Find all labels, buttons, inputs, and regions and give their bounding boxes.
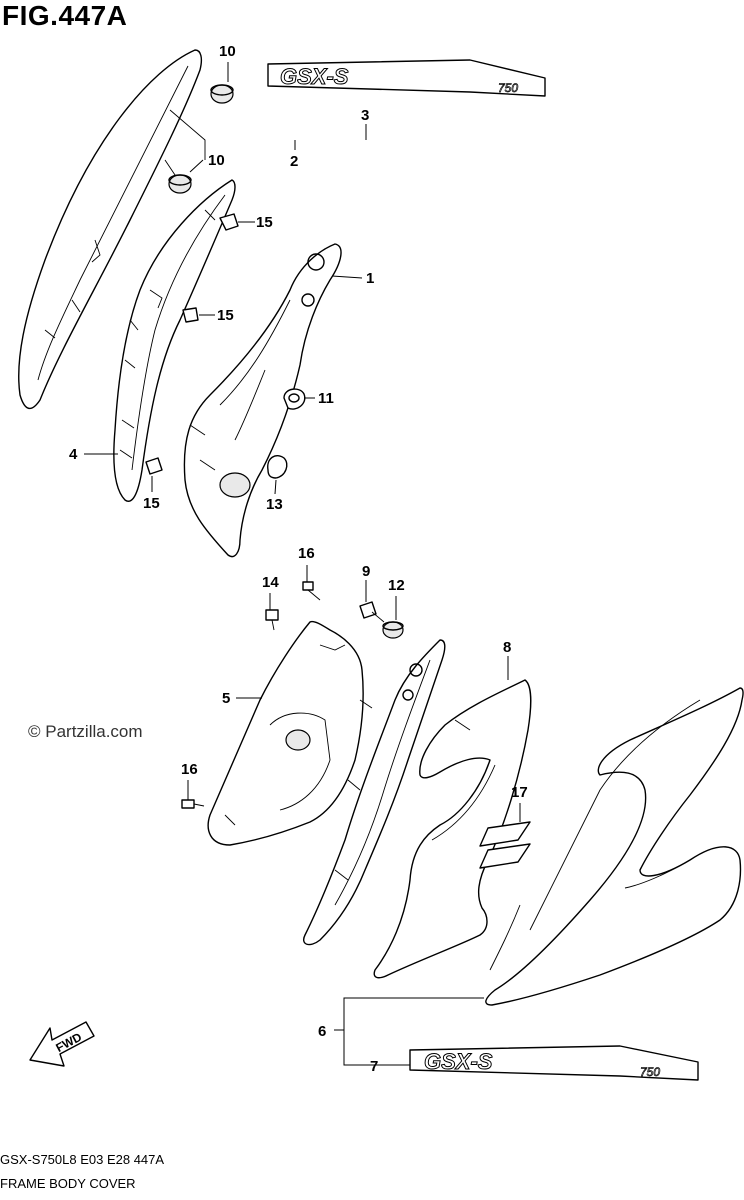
figure-title: FIG.447A xyxy=(2,0,128,31)
part-13-cushion[interactable] xyxy=(267,454,288,479)
fwd-arrow: FWD xyxy=(29,1021,95,1067)
label-14: 14 xyxy=(262,574,279,591)
label-15b: 15 xyxy=(217,307,234,324)
part-15b-clip[interactable] xyxy=(182,307,199,323)
inner-cover-panel[interactable] xyxy=(303,639,446,946)
part-labels: 10 10 2 3 15 15 1 11 13 4 15 16 14 9 12 … xyxy=(69,43,528,1075)
label-12: 12 xyxy=(388,577,405,594)
label-16a: 16 xyxy=(298,545,315,562)
part-10a-grommet[interactable] xyxy=(210,84,234,104)
diagram-caption: FRAME BODY COVER xyxy=(0,1176,136,1191)
label-9: 9 xyxy=(362,563,370,580)
copyright-notice: © Partzilla.com xyxy=(28,722,143,741)
label-7: 7 xyxy=(370,1058,378,1075)
label-2: 2 xyxy=(290,153,298,170)
part-16b-screw[interactable] xyxy=(181,799,205,809)
part-3-emblem-top[interactable]: GSX-S 750 xyxy=(267,59,546,97)
part-11-grommet[interactable] xyxy=(283,388,306,410)
label-4: 4 xyxy=(69,446,78,463)
emblem-bottom-sub: 750 xyxy=(640,1065,660,1079)
part-15a-clip[interactable] xyxy=(219,213,239,231)
emblem-top-text: GSX-S xyxy=(280,64,349,89)
part-10b-grommet[interactable] xyxy=(168,174,192,194)
part-15c-clip[interactable] xyxy=(145,457,163,475)
label-16b: 16 xyxy=(181,761,198,778)
label-8: 8 xyxy=(503,639,511,656)
part-12-collar[interactable] xyxy=(382,621,404,639)
label-6: 6 xyxy=(318,1023,326,1040)
label-15a: 15 xyxy=(256,214,273,231)
model-code: GSX-S750L8 E03 E28 447A xyxy=(0,1152,165,1167)
label-10b: 10 xyxy=(208,152,225,169)
label-13: 13 xyxy=(266,496,283,513)
part-6-front-side-cowl[interactable] xyxy=(485,687,744,1006)
leader-lines xyxy=(84,62,521,1066)
emblem-top-sub: 750 xyxy=(498,81,518,95)
part-14-bolt[interactable] xyxy=(265,609,279,631)
label-17: 17 xyxy=(511,784,528,801)
part-1-frame-cover[interactable] xyxy=(183,243,342,558)
emblem-bottom-text: GSX-S xyxy=(424,1049,493,1074)
label-5: 5 xyxy=(222,690,230,707)
label-1: 1 xyxy=(366,270,374,287)
part-7-emblem-bottom[interactable]: GSX-S 750 xyxy=(409,1045,699,1081)
part-16a-screw[interactable] xyxy=(302,581,321,601)
label-10a: 10 xyxy=(219,43,236,60)
label-11: 11 xyxy=(318,390,334,407)
label-3: 3 xyxy=(361,107,369,124)
part-4-side-cover-inner[interactable] xyxy=(113,179,236,502)
part-9-bolt[interactable] xyxy=(359,601,385,623)
part-17-suzuki-emblem[interactable] xyxy=(479,821,531,869)
label-15c: 15 xyxy=(143,495,160,512)
part-5-lower-frame-cover[interactable] xyxy=(207,620,364,846)
